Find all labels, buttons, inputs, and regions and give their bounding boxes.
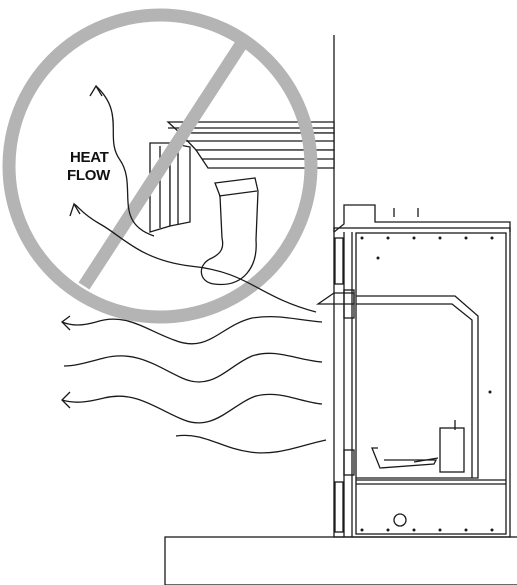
christmas-stocking [200, 177, 259, 286]
fireplace-insert [315, 204, 511, 538]
outer-casing [333, 227, 511, 538]
heat-arrow-lower-1 [63, 352, 323, 383]
heat-flow-label-line1: HEAT [70, 149, 109, 166]
top-flange [333, 204, 511, 233]
heat-arrow-lower-2 [61, 393, 323, 424]
heat-arrow-bottom [175, 434, 327, 454]
heat-flow-arrows [61, 84, 327, 454]
heat-arrow-middle [61, 316, 323, 345]
prohibition-ring [2, 8, 318, 324]
prohibition-slash [78, 36, 250, 290]
hearth-slab [164, 536, 517, 585]
firebox [356, 295, 479, 479]
air-port [393, 513, 407, 527]
inner-casing [355, 232, 507, 535]
heat-arrow-upper-2 [73, 203, 317, 313]
fire-grate [371, 447, 438, 469]
heat-flow-label-line2: FLOW [67, 167, 111, 184]
prohibition-symbol [2, 8, 318, 324]
control-box [439, 427, 465, 473]
rivet-dots [360, 236, 494, 532]
heat-arrow-upper-1 [95, 85, 155, 237]
